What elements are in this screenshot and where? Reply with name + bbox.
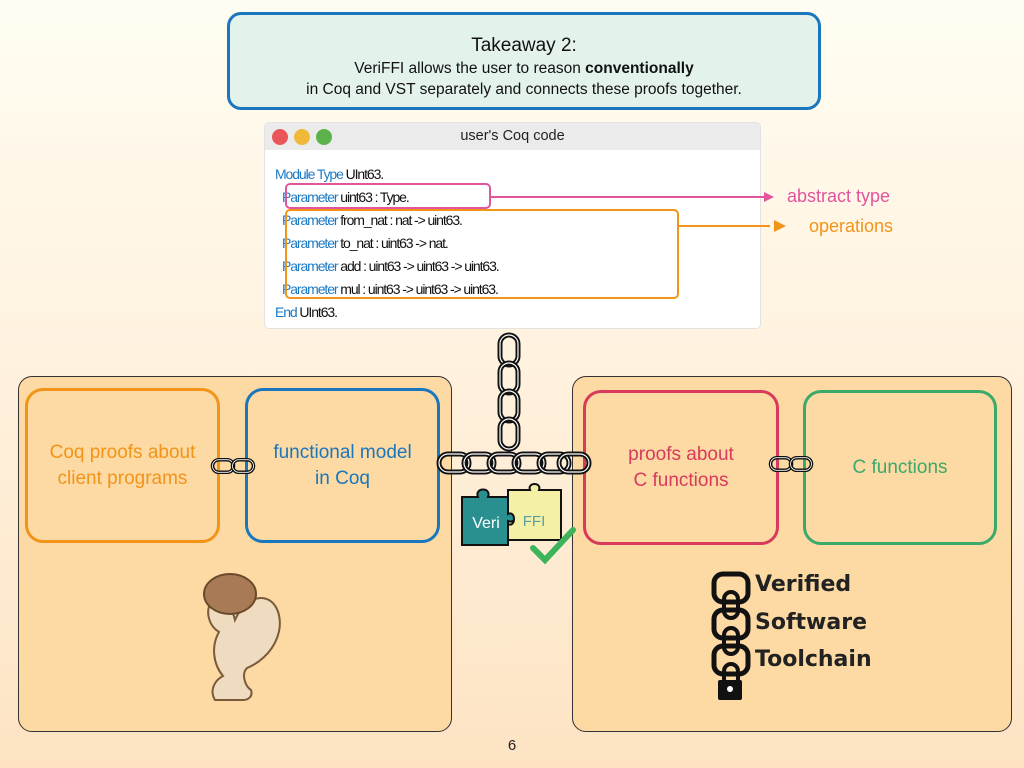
code-text: UInt63. xyxy=(342,166,385,182)
c-functions-box: C functions xyxy=(803,390,997,545)
takeaway-line1: VeriFFI allows the user to reason conven… xyxy=(230,60,818,78)
takeaway-heading: Takeaway 2: xyxy=(471,35,577,56)
code-keyword: Module Type xyxy=(275,166,344,182)
vst-verified-text: Verified xyxy=(755,572,852,597)
takeaway-line2: in Coq and VST separately and connects t… xyxy=(306,81,742,98)
code-keyword: Parameter xyxy=(282,212,339,228)
operations-highlight xyxy=(285,209,679,299)
code-window-titlebar: user's Coq code xyxy=(265,123,760,150)
puzzle-left-text: Veri xyxy=(472,515,500,532)
code-keyword: End xyxy=(275,304,298,320)
code-keyword: Parameter xyxy=(282,258,339,274)
abstract-type-arrowhead-icon xyxy=(764,192,774,202)
code-keyword: Parameter xyxy=(282,281,339,297)
abstract-type-label: abstract type xyxy=(787,186,891,206)
veriffi-puzzle-logo-icon: Veri FFI xyxy=(461,483,562,546)
proofs-c-functions-box: proofs about C functions xyxy=(583,390,779,545)
code-keyword: Parameter xyxy=(282,189,339,205)
puzzle-right-text: FFI xyxy=(523,513,546,530)
abstract-type-highlight xyxy=(285,183,491,209)
functional-model-box: functional model in Coq xyxy=(245,388,440,543)
page-number: 6 xyxy=(507,737,517,754)
left-small-chain-icon xyxy=(210,457,256,475)
code-line-7: End UInt63. xyxy=(275,304,338,320)
operations-arrowhead-icon xyxy=(774,220,786,232)
code-text: from_nat : nat -> uint63. xyxy=(337,212,463,228)
code-text: add : uint63 -> uint63 -> uint63. xyxy=(337,258,499,274)
central-chain-icon xyxy=(439,454,589,472)
takeaway-line1-prefix: VeriFFI allows the user to reason xyxy=(354,60,586,77)
maximize-dot-icon[interactable] xyxy=(316,129,332,145)
code-line-2: Parameter uint63 : Type. xyxy=(282,189,410,205)
vst-chain-logo-icon xyxy=(711,571,751,700)
code-line-5: Parameter add : uint63 -> uint63 -> uint… xyxy=(282,258,500,274)
close-dot-icon[interactable] xyxy=(272,129,288,145)
code-line-3: Parameter from_nat : nat -> uint63. xyxy=(282,212,463,228)
operations-label: operations xyxy=(809,216,894,236)
takeaway-box: Takeaway 2: VeriFFI allows the user to r… xyxy=(227,12,821,110)
vst-toolchain-text: Toolchain xyxy=(755,647,872,672)
coq-rooster-logo-icon xyxy=(203,573,281,701)
checkmark-icon xyxy=(530,527,576,565)
code-text: to_nat : uint63 -> nat. xyxy=(337,235,449,251)
code-text: uint63 : Type. xyxy=(337,189,410,205)
takeaway-bold-word: conventionally xyxy=(585,60,694,77)
code-window-title: user's Coq code xyxy=(460,128,565,144)
code-text: mul : uint63 -> uint63 -> uint63. xyxy=(337,281,499,297)
code-line-6: Parameter mul : uint63 -> uint63 -> uint… xyxy=(282,281,499,297)
vst-software-text: Software xyxy=(755,610,867,635)
code-text: UInt63. xyxy=(296,304,338,320)
code-keyword: Parameter xyxy=(282,235,339,251)
code-line-4: Parameter to_nat : uint63 -> nat. xyxy=(282,235,449,251)
right-small-chain-icon xyxy=(768,455,814,473)
code-line-1: Module Type UInt63. xyxy=(275,166,385,182)
coq-proofs-client-box: Coq proofs about client programs xyxy=(25,388,220,543)
minimize-dot-icon[interactable] xyxy=(294,129,310,145)
vertical-chain-icon xyxy=(500,335,518,449)
